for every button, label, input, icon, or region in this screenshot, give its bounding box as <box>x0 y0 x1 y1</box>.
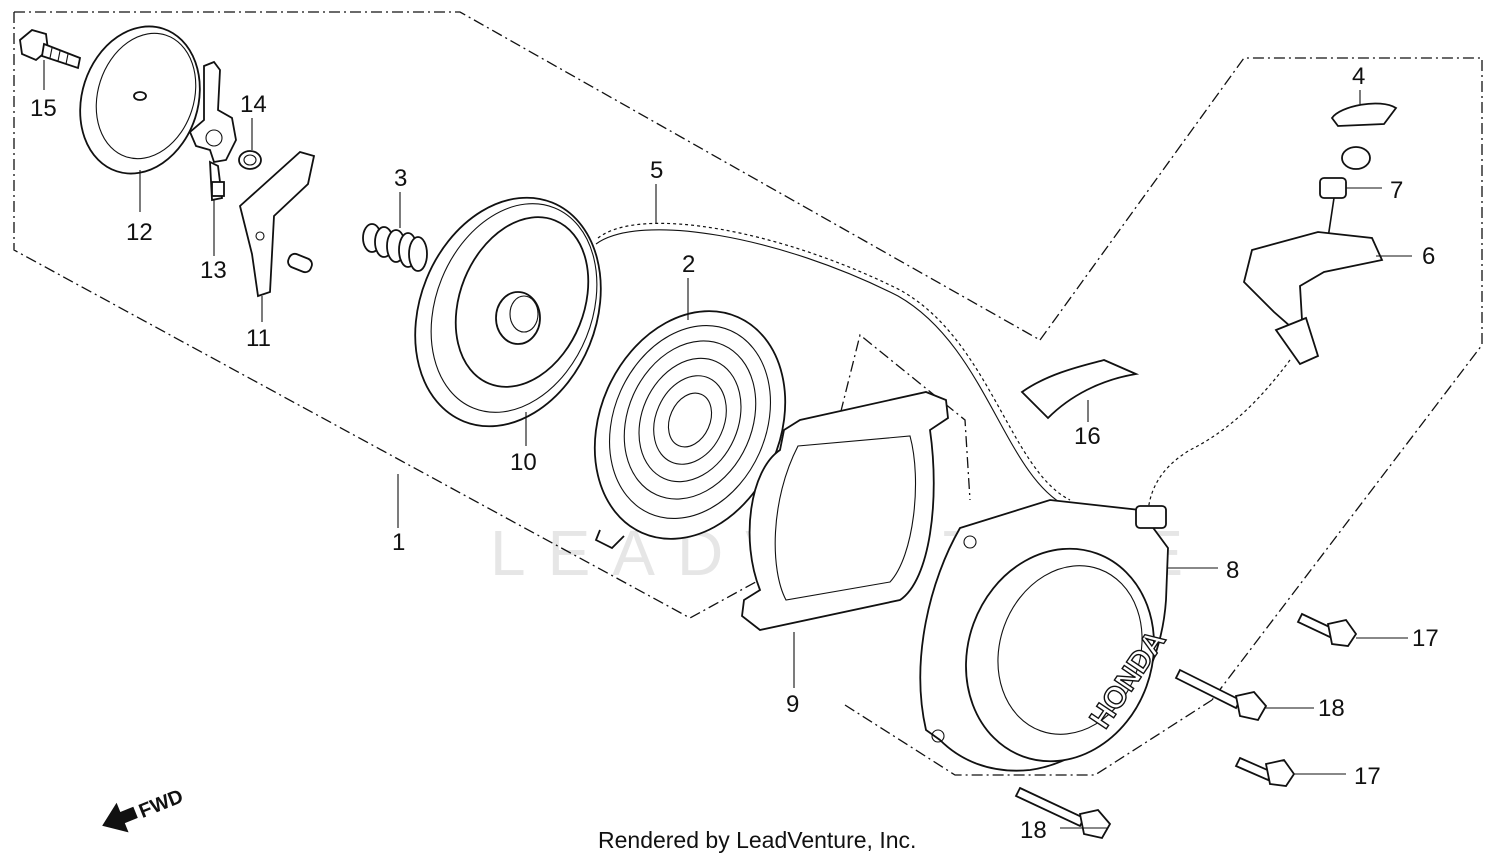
part-16-label <box>1020 359 1140 420</box>
callout-2: 2 <box>682 251 695 278</box>
part-7-holder <box>1319 146 1371 239</box>
callout-8: 8 <box>1226 557 1239 584</box>
callout-9: 9 <box>786 691 799 718</box>
callout-1: 1 <box>392 529 405 556</box>
part-2-recoil-spring <box>593 310 787 550</box>
part-5-rope-edge <box>595 229 1067 507</box>
part-11-ratchet <box>238 150 316 298</box>
part-8-starter-case: HONDA <box>919 499 1173 772</box>
callout-16: 16 <box>1074 423 1101 450</box>
callout-15: 15 <box>30 95 57 122</box>
callout-18-upper: 18 <box>1318 695 1345 722</box>
callout-7: 7 <box>1390 177 1403 204</box>
part-12-friction-plate <box>79 25 201 175</box>
part-14-collar <box>238 150 262 170</box>
part-17-bolt-lower <box>1234 756 1296 787</box>
part-17-bolt-upper <box>1296 612 1358 647</box>
fwd-label: FWD <box>136 785 186 822</box>
callout-6: 6 <box>1422 243 1435 270</box>
credit-line: Rendered by LeadVenture, Inc. <box>598 827 916 853</box>
callout-18-lower: 18 <box>1020 817 1047 844</box>
leader-lines <box>43 60 1412 829</box>
assembly-boundary-8 <box>1039 57 1483 701</box>
callout-17-upper: 17 <box>1412 625 1439 652</box>
callout-5: 5 <box>650 157 663 184</box>
fwd-indicator: FWD <box>102 785 186 833</box>
part-6-rope <box>1147 359 1291 513</box>
part-6-handle <box>1243 231 1384 366</box>
callout-17-lower: 17 <box>1354 763 1381 790</box>
callout-4: 4 <box>1352 63 1365 90</box>
callout-10: 10 <box>510 449 537 476</box>
assembly-boundary-1-lower <box>13 12 806 619</box>
part-18-bolt-upper <box>1174 668 1268 722</box>
part-4-cap <box>1330 102 1398 127</box>
part-10-reel <box>414 196 602 428</box>
callout-13: 13 <box>200 257 227 284</box>
part-18-bolt-lower <box>1014 786 1112 840</box>
callout-14: 14 <box>240 91 267 118</box>
callout-12: 12 <box>126 219 153 246</box>
callout-numbers: 15 12 13 14 11 3 5 2 10 1 9 16 4 7 6 8 1… <box>30 63 1439 844</box>
assembly-boundary-1 <box>14 11 1041 341</box>
part-9-gasket <box>741 391 949 631</box>
fwd-arrow-icon <box>102 802 138 833</box>
callout-11: 11 <box>246 325 271 352</box>
part-15-bolt <box>19 29 82 70</box>
part-13-guide <box>188 60 237 202</box>
callout-3: 3 <box>394 165 407 192</box>
assembly-boundary-bottom <box>844 699 1213 776</box>
part-3-spring <box>362 223 428 272</box>
